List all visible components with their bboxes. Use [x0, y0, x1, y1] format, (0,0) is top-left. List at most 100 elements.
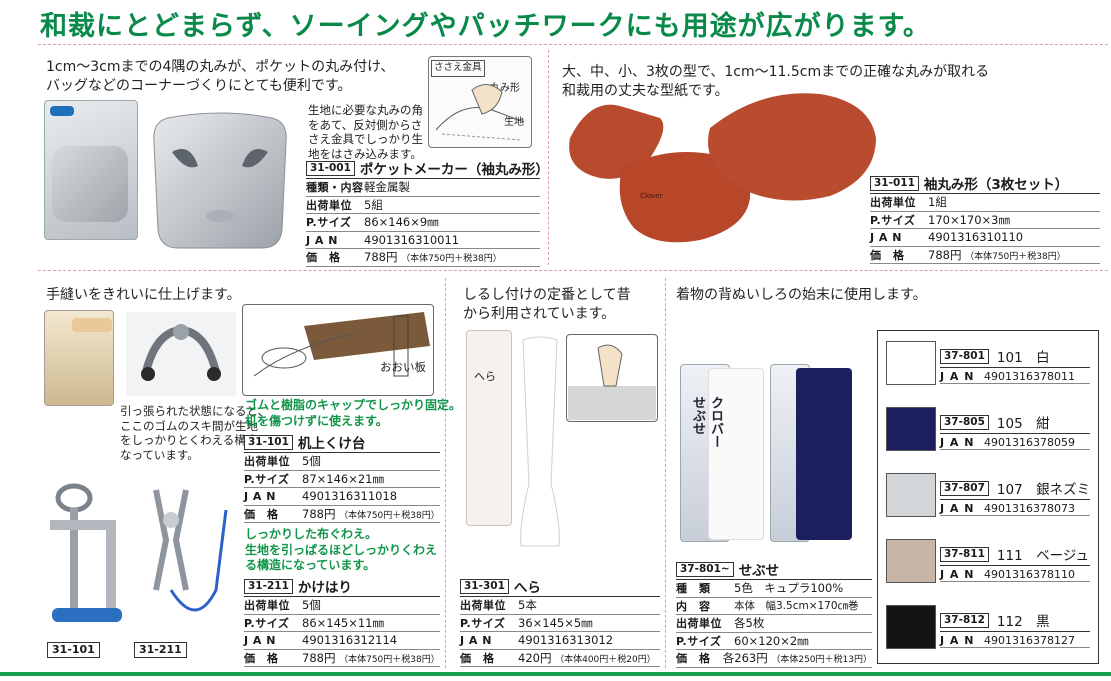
- product-code: 31-301: [460, 578, 509, 594]
- product-name: せぶせ: [738, 563, 780, 579]
- color-code: 37-811: [940, 546, 989, 562]
- product-name: かけはり: [297, 580, 352, 596]
- diagram-hand-icon: [435, 84, 525, 141]
- sebuse-description: 着物の背ぬいしろの始末に使用します。: [676, 287, 927, 303]
- color-jan: 4901316378127: [984, 634, 1075, 647]
- color-swatch: [886, 341, 936, 385]
- product-code: 31-011: [870, 175, 919, 191]
- pocket-maker-package-plate: [52, 146, 128, 222]
- kukedai-usage-drawing: [253, 312, 430, 377]
- product-code: 31-211: [244, 578, 293, 594]
- sebuse-navy-cloth: [796, 368, 852, 540]
- color-swatch: [886, 407, 936, 451]
- pocket-maker-description: 1cm～3cmまでの4隅の丸みが、ポケットの丸み付け、 バッグなどのコーナーづく…: [46, 59, 395, 94]
- color-code: 37-807: [940, 480, 989, 496]
- color-code: 37-805: [940, 414, 989, 430]
- pocket-maker-plate-image: [153, 112, 287, 249]
- divider-v1: [548, 50, 549, 265]
- product-code: 37-801~: [676, 561, 734, 577]
- hera-package-image: [466, 330, 512, 526]
- color-label: 101 白: [996, 350, 1050, 366]
- sode-marumi-description: 大、中、小、3枚の型で、1cm～11.5cmまでの正確な丸みが取れる 和裁用の丈…: [562, 64, 990, 99]
- color-label: 112 黒: [996, 614, 1050, 630]
- divider-top: [38, 44, 1108, 45]
- divider-v2: [445, 278, 446, 668]
- color-swatch: [886, 539, 936, 583]
- diagram-label-shape: 丸み形: [490, 83, 520, 94]
- board-label: おおい板: [380, 360, 426, 374]
- footer-code-31-101: 31-101: [47, 642, 100, 658]
- page-headline: 和裁にとどまらず、ソーイングやパッチワークにも用途が広がります。: [40, 11, 931, 42]
- hera-tool-image: [520, 336, 560, 547]
- product-name: 袖丸み形（3枚セット）: [923, 177, 1069, 193]
- kakehari-closeup-image: [126, 312, 236, 396]
- color-jan: 4901316378011: [984, 370, 1075, 383]
- hera-package-text: へら: [474, 370, 496, 383]
- hera-description: しるし付けの定番として昔 から利用されています。: [463, 287, 631, 322]
- sebuse-package-text: クロバーせぶせ: [690, 396, 723, 448]
- color-jan: 4901316378110: [984, 568, 1075, 581]
- hand-sewing-description: 手縫いをきれいに仕上げます。: [46, 287, 241, 303]
- kakehari-image: [153, 489, 228, 612]
- footer-green-line: [0, 672, 1111, 676]
- color-label: 107 銀ネズミ: [996, 482, 1091, 498]
- footer-code-31-211: 31-211: [134, 642, 187, 658]
- divider-v3: [665, 278, 666, 668]
- product-name: ポケットメーカー（袖丸み形）: [359, 162, 549, 178]
- spec-row: 種類・内容軽金属製: [306, 179, 540, 197]
- diagram-label-clip: ささえ金具: [431, 60, 485, 77]
- kukedai-clamp-image: [50, 483, 122, 622]
- color-jan: 4901316378073: [984, 502, 1075, 515]
- product-code: 31-101: [244, 434, 293, 450]
- kakehari-note: 引っ張られた状態になると、 ここのゴムのスキ間が生地 をしっかりとくわえる構造に…: [120, 404, 270, 462]
- product-name: へら: [513, 580, 541, 596]
- color-code: 37-812: [940, 612, 989, 628]
- clover-logo-icon: [50, 106, 74, 116]
- kukedai-feature-note: ゴムと樹脂のキャップでしっかり固定。 机を傷つけずに使えます。: [245, 398, 462, 428]
- color-label: 105 紺: [996, 416, 1050, 432]
- color-code: 37-801: [940, 348, 989, 364]
- kukedai-package-label: [72, 318, 112, 332]
- color-jan: 4901316378059: [984, 436, 1075, 449]
- product-code: 31-001: [306, 160, 355, 176]
- divider-middle: [38, 270, 1108, 271]
- sebuse-white-cloth: [708, 368, 764, 540]
- color-swatch: [886, 473, 936, 517]
- spec-row: 出荷単位各5枚: [676, 615, 872, 633]
- pocket-maker-callout: 生地に必要な丸みの角 をあて、反対側からさ さえ金具でしっかり生 地をはさみ込み…: [308, 103, 423, 161]
- hera-usage-drawing: [568, 344, 656, 420]
